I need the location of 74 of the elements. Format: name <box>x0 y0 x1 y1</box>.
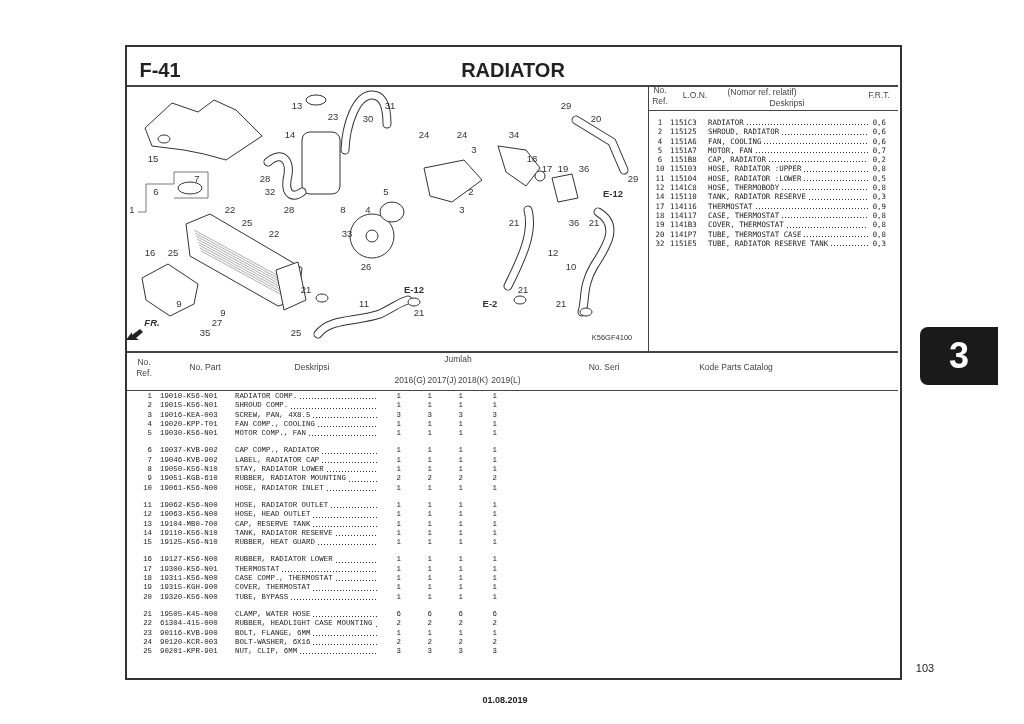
callout-number: 26 <box>360 260 372 272</box>
callout-number: 34 <box>508 128 520 140</box>
callout-number: 33 <box>341 227 353 239</box>
callout-number: 36 <box>568 216 580 228</box>
callout-number: 9 <box>220 306 226 318</box>
front-label: FR. <box>144 316 160 328</box>
callout-number: 3 <box>471 143 477 155</box>
callout-number: 30 <box>362 112 374 124</box>
callout-number: 21 <box>413 306 425 318</box>
callout-number: 21 <box>508 216 520 228</box>
reference-mark: E-2 <box>482 297 498 309</box>
callout-number: 21 <box>588 216 600 228</box>
callout-number: 25 <box>290 326 302 338</box>
column-header: No. Part <box>189 362 221 374</box>
callout-number: 18 <box>526 152 538 164</box>
section-tab: 3 <box>920 327 998 385</box>
callout-number: 11 <box>359 297 369 309</box>
callout-number: 22 <box>268 227 280 239</box>
column-header: Kode Parts Catalog <box>699 362 773 374</box>
column-header: No. Ref. <box>651 84 669 108</box>
reference-mark: E-12 <box>602 187 624 199</box>
callout-number: 10 <box>565 260 577 272</box>
callout-number: 4 <box>365 203 371 215</box>
callout-number: 25 <box>241 216 253 228</box>
column-header: 2019(L) <box>491 375 521 387</box>
column-header: L.O.N. <box>682 90 708 102</box>
callout-number: 32 <box>264 185 276 197</box>
callout-number: 31 <box>384 99 396 111</box>
callout-number: 8 <box>340 203 346 215</box>
column-header: 2018(K) <box>457 375 489 387</box>
callout-number: 29 <box>560 99 572 111</box>
print-date: 01.08.2019 <box>482 695 528 705</box>
callout-number: 9 <box>176 297 182 309</box>
callout-number: 28 <box>283 203 295 215</box>
column-header: 2016(G) <box>394 375 426 387</box>
column-header: No. Ref. <box>135 356 153 380</box>
callout-number: 6 <box>153 185 159 197</box>
callout-number: 24 <box>418 128 430 140</box>
callout-number: 3 <box>459 203 465 215</box>
column-header: 2017(J) <box>427 375 457 387</box>
column-header: Jumlah <box>444 354 472 366</box>
page-title: RADIATOR <box>461 58 565 82</box>
callout-number: 14 <box>284 128 296 140</box>
callout-number: 27 <box>211 316 223 328</box>
callout-number: 21 <box>517 283 529 295</box>
callout-number: 21 <box>300 283 312 295</box>
callout-number: 21 <box>555 297 567 309</box>
callout-number: 36 <box>578 162 590 174</box>
callout-number: 24 <box>456 128 468 140</box>
callout-number: 16 <box>144 246 156 258</box>
page-number: 103 <box>915 662 935 674</box>
column-header: Deskripsi <box>294 362 330 374</box>
callout-number: 13 <box>291 99 303 111</box>
callout-number: 15 <box>147 152 159 164</box>
column-header: F.R.T. <box>868 90 890 102</box>
callout-number: 7 <box>194 172 200 184</box>
callout-number: 25 <box>167 246 179 258</box>
column-header: Deskripsi <box>769 98 805 110</box>
callout-number: 1 <box>129 203 135 215</box>
column-header: (Nomor ref. relatif) <box>727 87 797 99</box>
column-header: No. Seri <box>588 362 620 374</box>
callout-number: 28 <box>259 172 271 184</box>
callout-number: 2 <box>468 185 474 197</box>
callout-number: 5 <box>383 185 389 197</box>
callout-number: 19 <box>557 162 569 174</box>
callout-number: 35 <box>199 326 211 338</box>
callout-number: 29 <box>627 172 639 184</box>
callout-number: 20 <box>590 112 602 124</box>
callout-number: 12 <box>547 246 559 258</box>
callout-number: 17 <box>541 162 553 174</box>
reference-mark: E-12 <box>403 283 425 295</box>
figure-number: F-41 <box>139 58 181 82</box>
callout-number: 22 <box>224 203 236 215</box>
callout-number: 23 <box>327 110 339 122</box>
